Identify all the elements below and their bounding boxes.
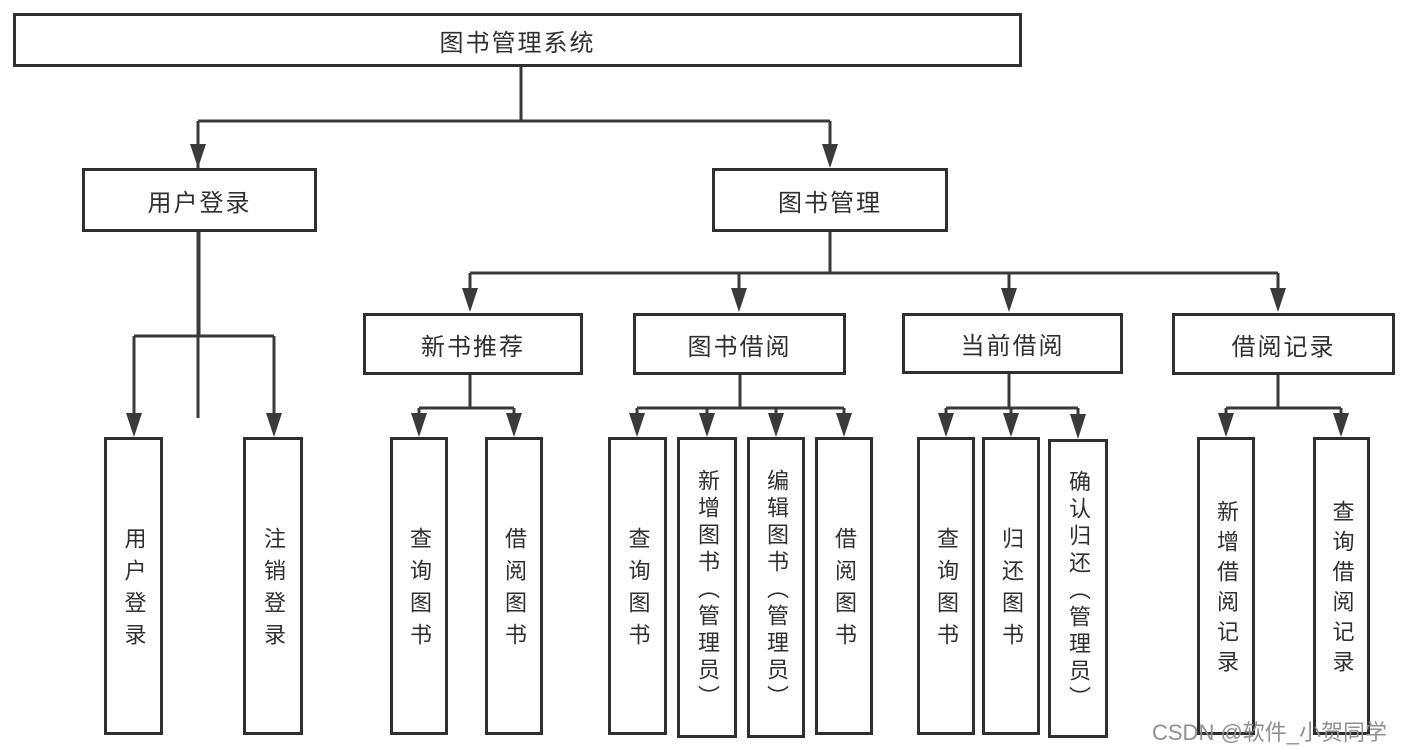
node-new-book-recommend-label: 新书推荐: [421, 333, 525, 361]
node-book-management: 图书管理: [712, 168, 948, 232]
node-current-borrowing-label: 当前借阅: [960, 333, 1065, 360]
node-add-book-admin-label: 新增图书（管理员）: [695, 468, 720, 712]
node-borrowing-query-books-label: 查询图书: [625, 527, 651, 655]
connector-arrowheads: [126, 144, 1349, 439]
node-user-login-label: 用户登录: [147, 189, 252, 217]
node-user-login-leaf-label: 用户登录: [121, 527, 147, 655]
node-newbook-query-books-label: 查询图书: [407, 527, 432, 655]
node-user-login: 用户登录: [82, 168, 317, 232]
node-return-books: 归还图书: [982, 437, 1040, 735]
node-borrow-records: 借阅记录: [1172, 313, 1395, 375]
node-current-borrowing: 当前借阅: [902, 313, 1123, 374]
node-newbook-borrow-books: 借阅图书: [485, 437, 543, 735]
node-add-borrow-record: 新增借阅记录: [1197, 437, 1255, 735]
node-confirm-return-admin: 确认归还（管理员）: [1048, 439, 1108, 738]
node-edit-book-admin: 编辑图书（管理员）: [747, 437, 805, 738]
node-query-borrow-record: 查询借阅记录: [1313, 437, 1370, 735]
node-newbook-query-books: 查询图书: [390, 437, 448, 735]
node-user-login-leaf: 用户登录: [104, 437, 163, 735]
csdn-watermark: CSDN @软件_小贺同学: [1152, 720, 1388, 745]
node-book-borrowing: 图书借阅: [633, 313, 846, 375]
node-confirm-return-admin-label: 确认归还（管理员）: [1066, 469, 1091, 713]
node-newbook-borrow-books-label: 借阅图书: [502, 527, 527, 655]
node-borrowing-query-books: 查询图书: [608, 437, 667, 735]
node-query-borrow-record-label: 查询借阅记录: [1329, 500, 1355, 680]
node-borrowing-borrow-books-label: 借阅图书: [832, 527, 857, 655]
node-new-book-recommend: 新书推荐: [363, 313, 583, 375]
node-current-query-books: 查询图书: [917, 437, 975, 735]
node-borrow-records-label: 借阅记录: [1231, 333, 1336, 361]
node-logout-label: 注销登录: [261, 527, 286, 655]
node-book-borrowing-label: 图书借阅: [687, 333, 792, 361]
node-edit-book-admin-label: 编辑图书（管理员）: [764, 468, 789, 712]
node-root: 图书管理系统: [13, 13, 1022, 67]
node-add-borrow-record-label: 新增借阅记录: [1214, 500, 1239, 680]
node-return-books-label: 归还图书: [999, 527, 1024, 655]
node-book-management-label: 图书管理: [778, 189, 882, 217]
node-add-book-admin: 新增图书（管理员）: [677, 437, 737, 738]
node-logout: 注销登录: [243, 437, 303, 735]
node-current-query-books-label: 查询图书: [934, 527, 959, 655]
connector-stems: [132, 66, 1343, 418]
node-root-label: 图书管理系统: [439, 29, 596, 57]
node-borrowing-borrow-books: 借阅图书: [815, 437, 873, 735]
